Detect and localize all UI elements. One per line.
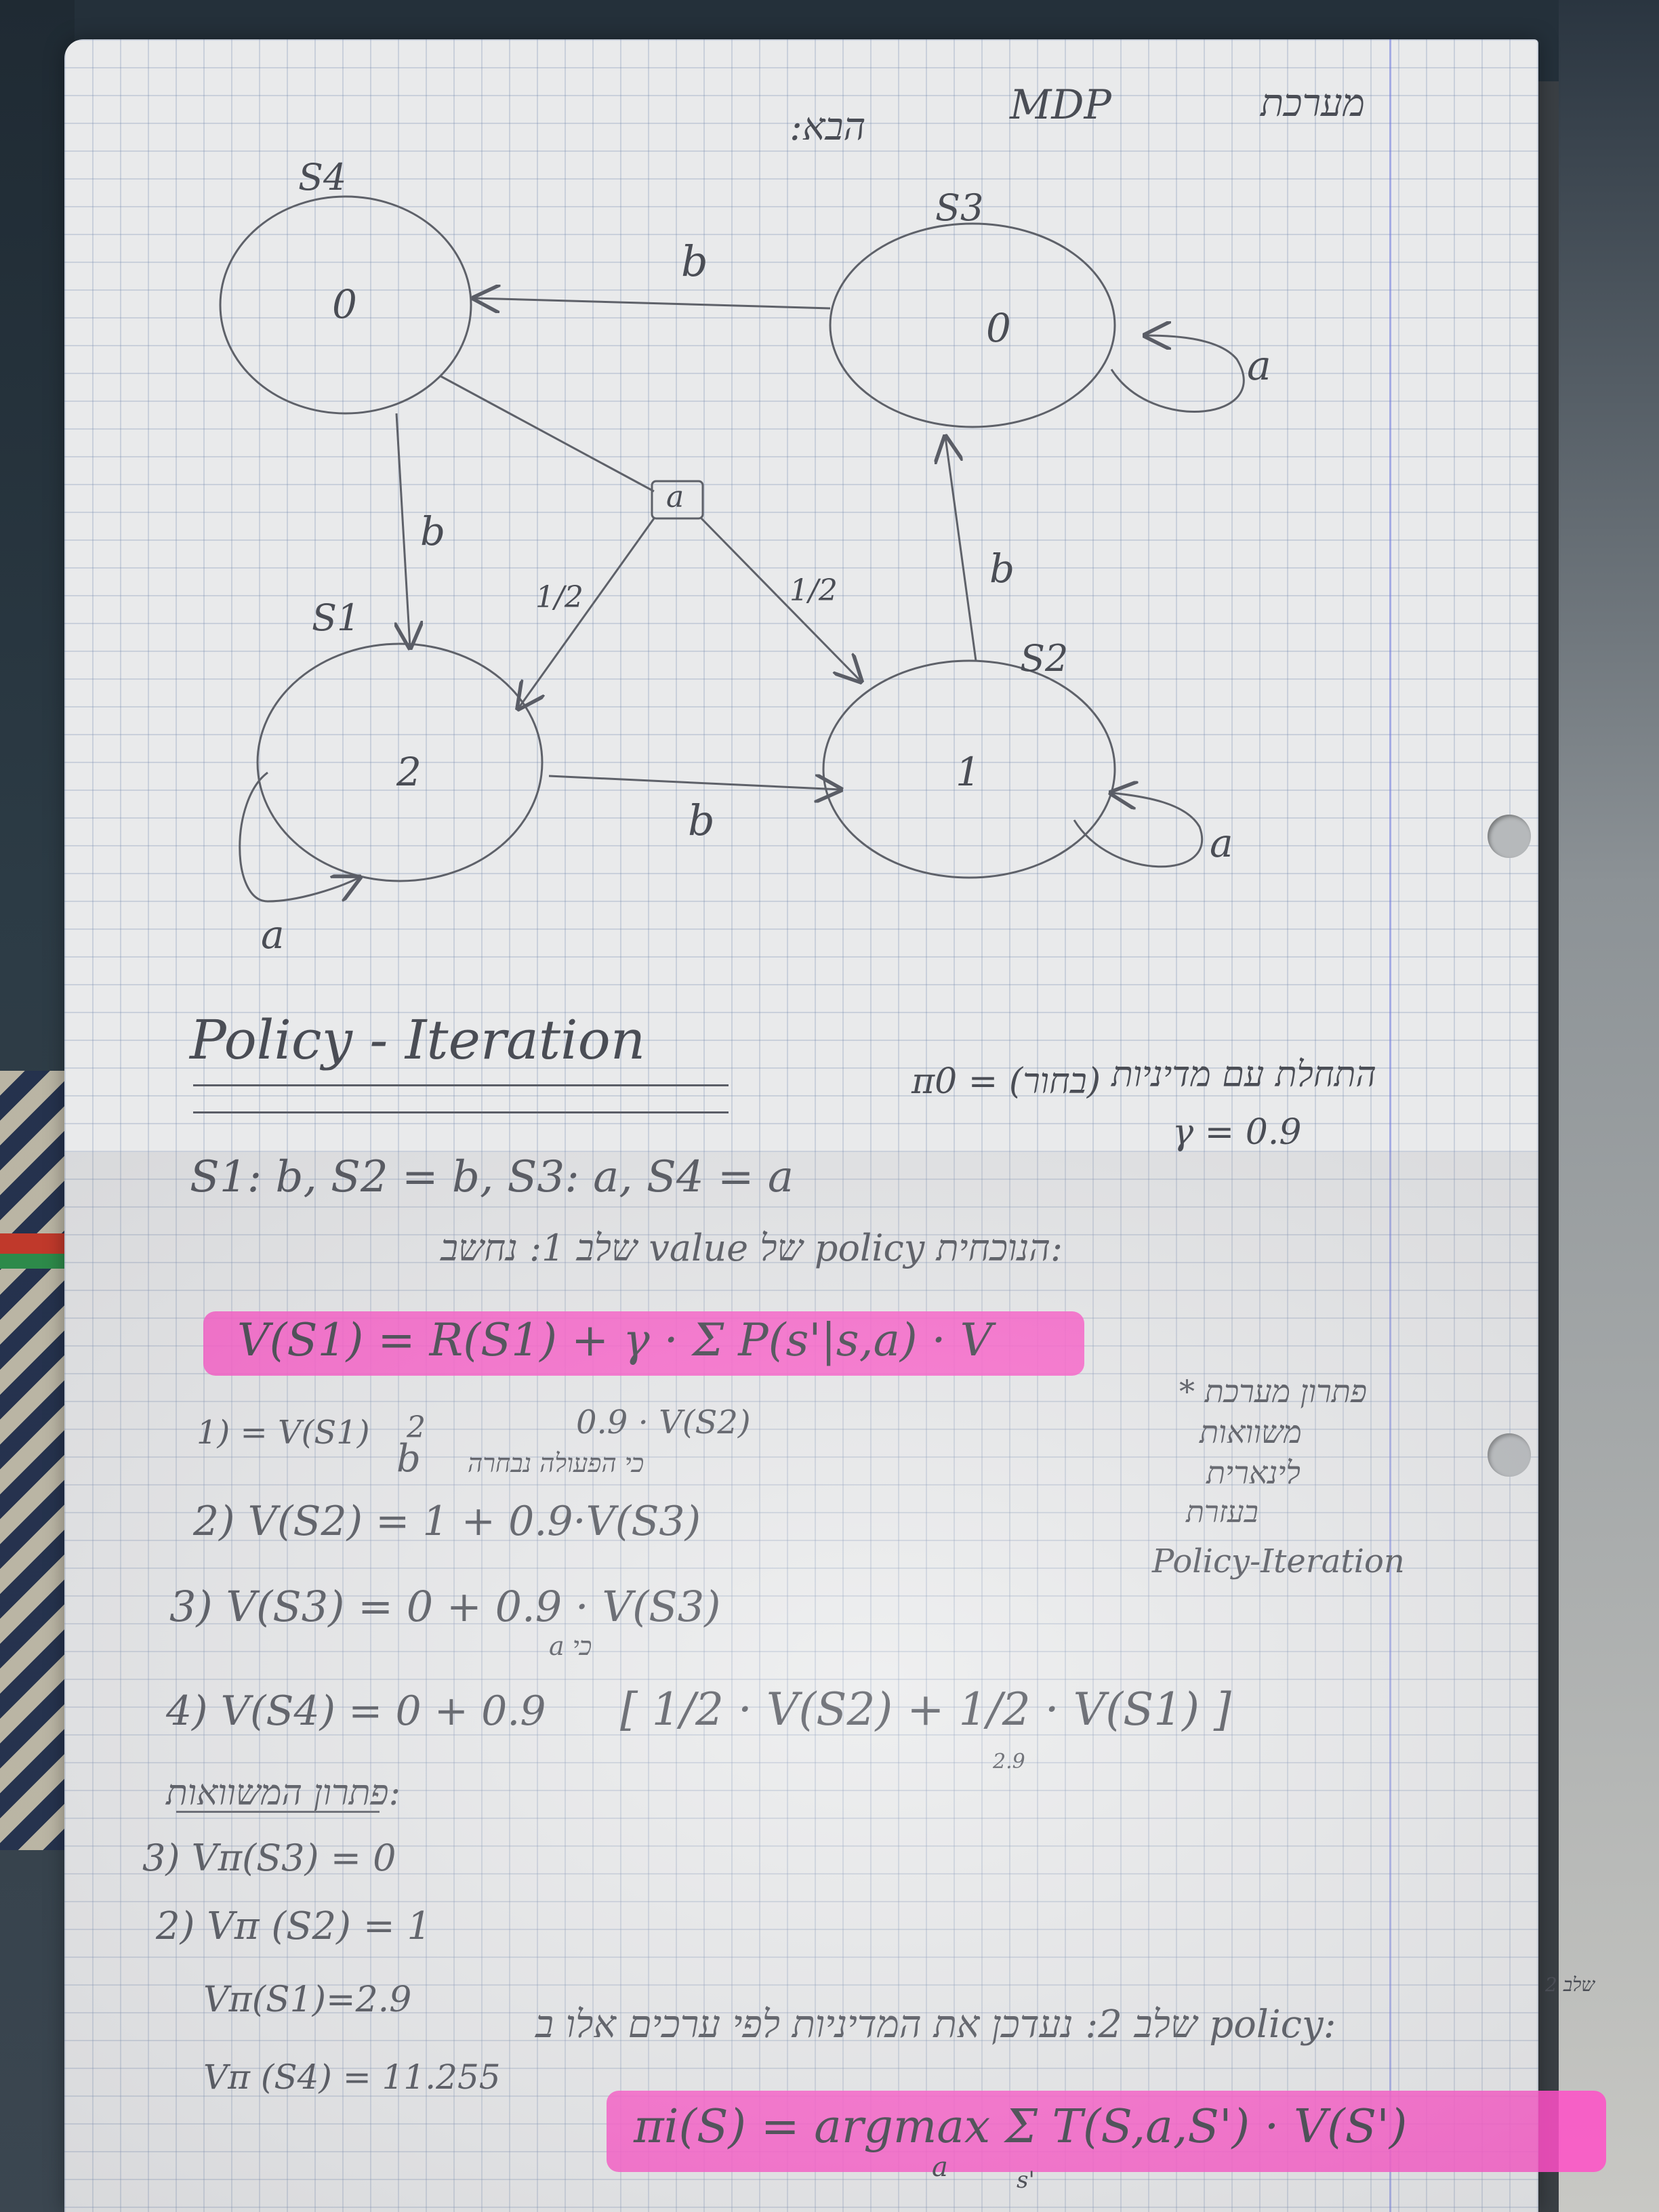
pi0-label: π0 = (בחור) — [912, 1061, 1101, 1102]
state-s3-node — [829, 222, 1116, 428]
side-note-line2: משוואות — [1200, 1414, 1302, 1450]
edge-label-s4-s1: b — [420, 508, 446, 554]
side-note-line1: * פתרון מערכת — [1179, 1373, 1367, 1410]
heading-underline — [193, 1084, 729, 1086]
equation-1-reward: 2 — [407, 1410, 426, 1445]
state-s2-node — [822, 659, 1116, 879]
equation-4-under: 2.9 — [993, 1750, 1025, 1774]
pencil — [0, 1233, 75, 1254]
loop-s3 — [1110, 335, 1245, 413]
header-hebrew-title: מערכת — [1261, 81, 1365, 125]
state-s2-label: S2 — [1020, 637, 1069, 680]
solution-s4: Vπ (S4) = 11.255 — [203, 2057, 501, 2097]
edge-label-chance-left: 1/2 — [535, 580, 583, 615]
solution-underline — [176, 1811, 380, 1813]
equation-3: 3) V(S3) = 0 + 0.9 · V(S3) — [169, 1582, 721, 1631]
edge-label-s3-self: a — [1247, 342, 1271, 390]
edge-s4-s1 — [396, 413, 410, 647]
chance-node-label: a — [666, 480, 684, 514]
loop-s1 — [239, 771, 359, 903]
side-note-line4: בעזרת — [1186, 1495, 1258, 1530]
gamma-value: γ = 0.9 — [1172, 1112, 1302, 1153]
initial-policy-values: S1: b, S2 = b, S3: a, S4 = a — [190, 1152, 794, 1202]
heading-underline — [193, 1111, 729, 1113]
punch-hole — [1488, 815, 1531, 858]
header-colon-text: :הבא — [790, 105, 866, 149]
pencil — [0, 1254, 75, 1269]
solution-heading: פתרון המשוואות: — [166, 1773, 401, 1814]
side-note-line3: לינארית — [1206, 1454, 1300, 1491]
state-s1-label: S1 — [312, 596, 361, 639]
state-s3-reward: 0 — [986, 305, 1011, 351]
state-s4-reward: 0 — [332, 281, 357, 327]
solution-s2: 2) Vπ (S2) = 1 — [156, 1904, 432, 1948]
equation-1-term: 0.9 · V(S2) — [576, 1404, 751, 1441]
equation-1-action: b — [396, 1437, 421, 1481]
edge-label-s1-s2: b — [688, 796, 715, 845]
edge-label-s2-self: a — [1210, 820, 1233, 866]
state-s4-node — [219, 195, 472, 415]
improvement-line: שלב 2: נעדכן את המדיניות לפי ערכים אלו ב… — [535, 2003, 1336, 2047]
equation-4-left: 4) V(S4) = 0 + 0.9 — [166, 1687, 546, 1735]
edge-chance-s2 — [700, 517, 861, 681]
solution-s3: 3) Vπ(S3) = 0 — [142, 1837, 396, 1879]
improvement-corner-note: 2 שלב — [1545, 1973, 1595, 1996]
solution-s1: Vπ(S1)=2.9 — [203, 1980, 412, 2020]
initial-policy-hebrew: התחלת עם מדיניות — [1111, 1054, 1376, 1095]
background-right — [1559, 0, 1659, 2212]
equation-1-note: כי הפעולה נבחרה — [468, 1448, 644, 1478]
policy-iteration-heading: Policy - Iteration — [190, 1008, 646, 1071]
chance-node — [651, 480, 704, 520]
state-s4-label: S4 — [298, 156, 347, 199]
margin-line — [1389, 39, 1391, 2212]
edge-label-chance-right: 1/2 — [790, 573, 838, 608]
bellman-formula: V(S1) = R(S1) + γ · Σ P(s'|s,a) · V — [237, 1314, 993, 1366]
edge-s1-s2 — [548, 776, 840, 790]
argmax-subscript-a: a — [932, 2152, 948, 2183]
edge-chance-s1 — [518, 518, 655, 708]
loop-s2 — [1073, 793, 1204, 868]
state-s2-reward: 1 — [956, 749, 981, 795]
argmax-subscript-s: s' — [1017, 2167, 1035, 2194]
formula-highlight — [203, 1311, 1084, 1376]
header-mdp: MDP — [1010, 81, 1111, 129]
equation-2: 2) V(S2) = 1 + 0.9·V(S3) — [193, 1498, 701, 1545]
step1-line: שלב 1: נחשב value של policy הנוכחית: — [441, 1227, 1063, 1269]
edge-label-s1-self: a — [261, 912, 285, 958]
edge-s2-s3 — [945, 437, 977, 661]
state-s1-reward: 2 — [396, 749, 422, 795]
side-note-line5: Policy-Iteration — [1152, 1542, 1405, 1580]
punch-hole — [1488, 1433, 1531, 1477]
equation-1: 1) = V(S1) — [197, 1414, 370, 1452]
equation-3-note: a כי — [549, 1631, 592, 1661]
equation-4-right: [ 1/2 · V(S2) + 1/2 · V(S1) ] — [620, 1683, 1231, 1736]
edge-s4-chance — [440, 375, 655, 493]
grid-paper-sheet — [64, 39, 1538, 2212]
edge-label-s3-s4: b — [681, 237, 708, 286]
argmax-highlight — [607, 2091, 1606, 2172]
edge-label-s2-s3: b — [989, 546, 1015, 592]
argmax-formula: πi(S) = argmax Σ T(S,a,S') · V(S') — [634, 2100, 1408, 2154]
edge-s3-s4 — [474, 298, 831, 308]
state-s3-label: S3 — [935, 186, 984, 229]
